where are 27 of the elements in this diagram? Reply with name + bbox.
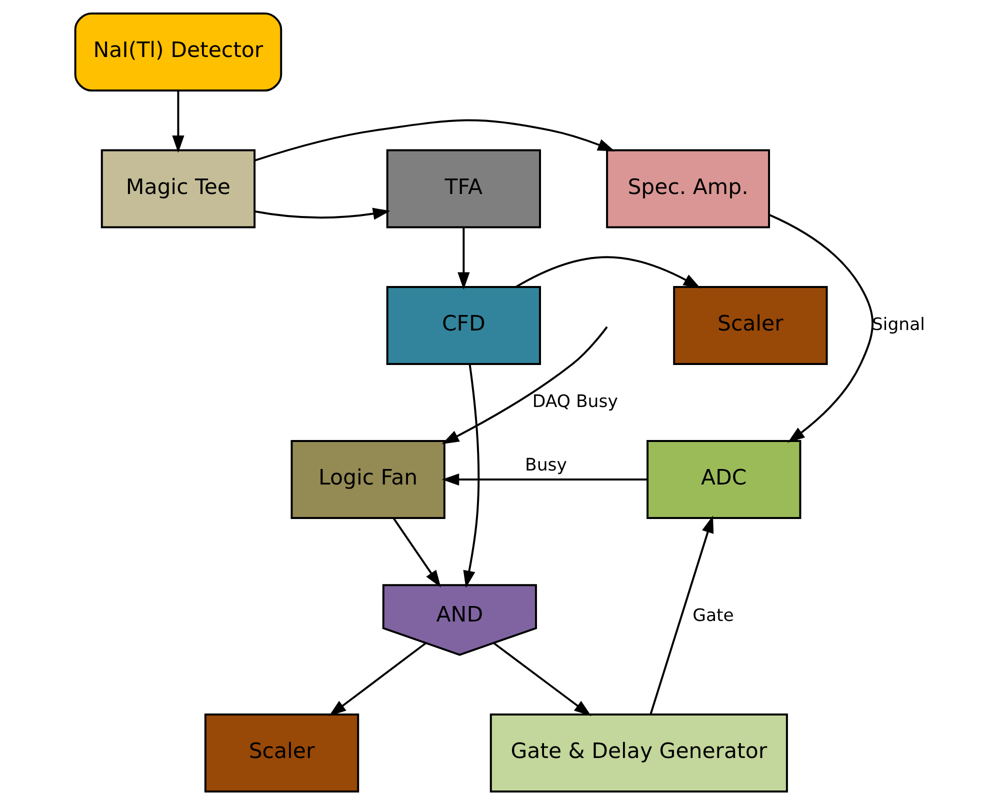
arrow (649, 516, 714, 715)
edge-label: Gate (692, 606, 734, 626)
arrow (392, 518, 440, 588)
node-box: NaI(Tl) Detector (74, 12, 282, 92)
edge-label: Signal (871, 315, 924, 336)
node-box: Gate & Delay Generator (489, 714, 788, 792)
arrow (462, 364, 480, 588)
arrow (441, 326, 608, 444)
arrow (254, 119, 615, 162)
node-box: Magic Tee (100, 149, 256, 228)
arrow (254, 208, 390, 220)
edge-label: DAQ Busy (532, 392, 618, 412)
node-box: ADC (646, 440, 801, 519)
edge-label: Busy (524, 456, 566, 476)
node-box: Logic Fan (290, 440, 445, 519)
arrow (515, 256, 700, 288)
node-box: Spec. Amp. (606, 149, 770, 228)
arrow (172, 90, 184, 153)
arrow (768, 214, 873, 443)
arrow (492, 642, 591, 716)
node-box: TFA (386, 149, 540, 228)
node-box: Scaler (204, 714, 359, 792)
arrow (457, 227, 470, 290)
node-box: Scaler (672, 286, 828, 365)
arrow (328, 642, 426, 716)
arrow (441, 473, 647, 486)
node-box: CFD (386, 286, 540, 365)
